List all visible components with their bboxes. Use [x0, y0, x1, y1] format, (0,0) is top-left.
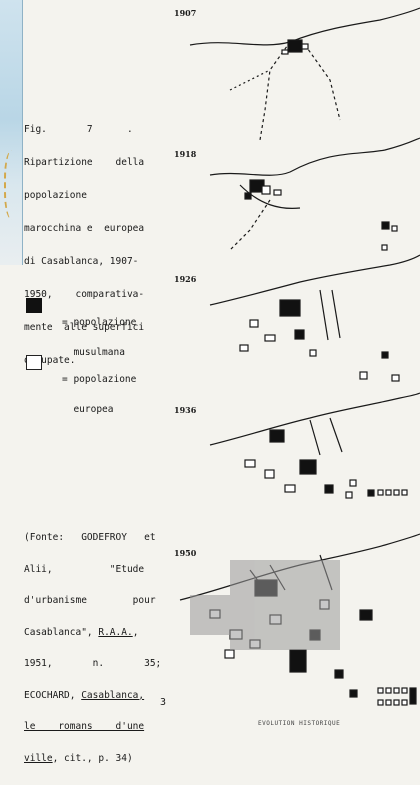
source-text: ECOCHARD,: [24, 689, 82, 701]
caption-line: mente alle superfici: [24, 322, 145, 333]
map-1926: [209, 254, 420, 382]
caption-line: di Casablanca, 1907-: [24, 256, 139, 267]
legend-swatch-white: [26, 355, 42, 370]
document-page: Fig. 7 . Ripartizione della popolazione …: [0, 0, 420, 763]
map-1918: [209, 137, 420, 251]
source-line: ECOCHARD, Casablanca,: [24, 689, 169, 702]
adjacent-map-fragment: [0, 0, 23, 265]
caption-line: occupate.: [24, 355, 76, 366]
legend-european-label-2: europea: [62, 404, 114, 415]
map-footer-caption: EVOLUTION HISTORIQUE: [258, 720, 341, 727]
caption-line: Ripartizione della: [24, 157, 145, 168]
caption-line: 1950, comparativa-: [24, 289, 145, 300]
source-note: (Fonte: GODEFROY et Alii, "Etude d'urban…: [24, 512, 169, 785]
map-year-label: 1936: [174, 405, 197, 415]
legend-muslim-label: = popolazione: [62, 317, 137, 328]
source-line: Alii, "Etude: [24, 563, 145, 575]
legend-muslim-label-2: musulmana: [62, 347, 125, 358]
legend-swatch-black: [26, 298, 42, 313]
map-1936: [209, 392, 420, 499]
source-book-title-2: le romans d'une: [24, 721, 145, 732]
figure-caption: Fig. 7 . Ripartizione della popolazione …: [24, 102, 166, 388]
source-line: (Fonte: GODEFROY et: [24, 532, 156, 543]
source-text: , cit., p. 34): [52, 752, 133, 764]
source-book-title-3: ville: [24, 752, 53, 764]
caption-line: marocchina e europea: [24, 223, 145, 234]
source-line: Casablanca", R.A.A.,: [24, 626, 169, 639]
legend-muslim: = popolazione musulmana: [26, 298, 136, 378]
legend-european: = popolazione europea: [26, 355, 136, 435]
source-line: d'urbanisme pour: [24, 595, 156, 606]
page-number: 3: [160, 697, 167, 708]
source-line: ville, cit., p. 34): [24, 752, 169, 765]
legend-european-label: = popolazione: [62, 374, 137, 385]
source-text: ,: [132, 626, 139, 638]
map-year-label: 1918: [174, 149, 197, 159]
source-journal: R.A.A.: [98, 626, 133, 638]
city-growth-maps: [179, 7, 420, 706]
source-line: 1951, n. 35;: [24, 658, 162, 669]
map-year-label: 1950: [174, 548, 197, 558]
caption-line: popolazione: [24, 190, 87, 201]
source-text: Casablanca",: [24, 626, 99, 638]
source-book-title: Casablanca,: [81, 689, 145, 701]
map-year-label: 1907: [174, 8, 197, 18]
map-year-label: 1926: [174, 274, 197, 284]
map-1907: [189, 7, 420, 141]
caption-line: Fig. 7 .: [24, 124, 133, 135]
